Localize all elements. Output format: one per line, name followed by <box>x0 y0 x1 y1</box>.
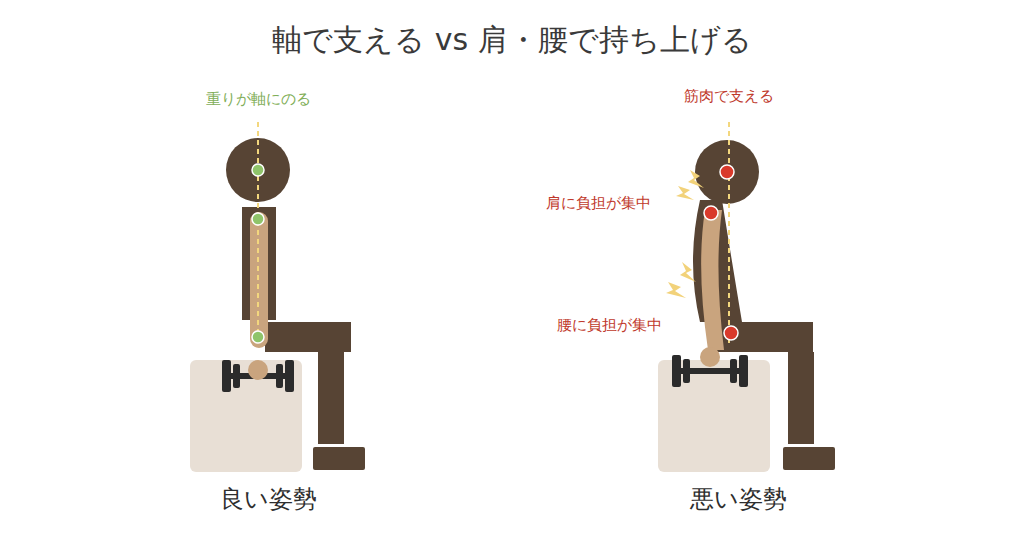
shin <box>318 352 344 444</box>
diagram-title: 軸で支える vs 肩・腰で持ち上げる <box>272 22 751 58</box>
good-posture-figure <box>190 122 365 472</box>
axis-note: 重りが軸にのる <box>204 90 313 108</box>
head <box>695 140 759 204</box>
bench-box <box>190 360 302 472</box>
axis-line <box>728 122 730 345</box>
good-posture-caption: 良い姿勢 <box>218 485 319 514</box>
head <box>226 138 290 202</box>
thigh <box>715 322 813 352</box>
bad-posture-caption: 悪い姿勢 <box>688 485 789 514</box>
axis-points <box>252 164 264 343</box>
back-strain-note: 腰に負担が集中 <box>555 316 664 334</box>
hand <box>248 360 268 380</box>
strain-points <box>704 165 738 340</box>
thigh <box>265 322 351 352</box>
foot <box>783 447 835 470</box>
bad-posture-figure <box>658 122 835 472</box>
shoulder-strain-note: 肩に負担が集中 <box>544 194 653 212</box>
dumbbell <box>222 360 294 392</box>
strain-bolts <box>666 170 704 298</box>
arm <box>701 210 724 350</box>
shin <box>788 352 814 444</box>
hand <box>700 347 720 367</box>
foot <box>313 447 365 470</box>
muscle-note: 筋肉で支える <box>682 87 776 105</box>
axis-line <box>257 122 259 345</box>
